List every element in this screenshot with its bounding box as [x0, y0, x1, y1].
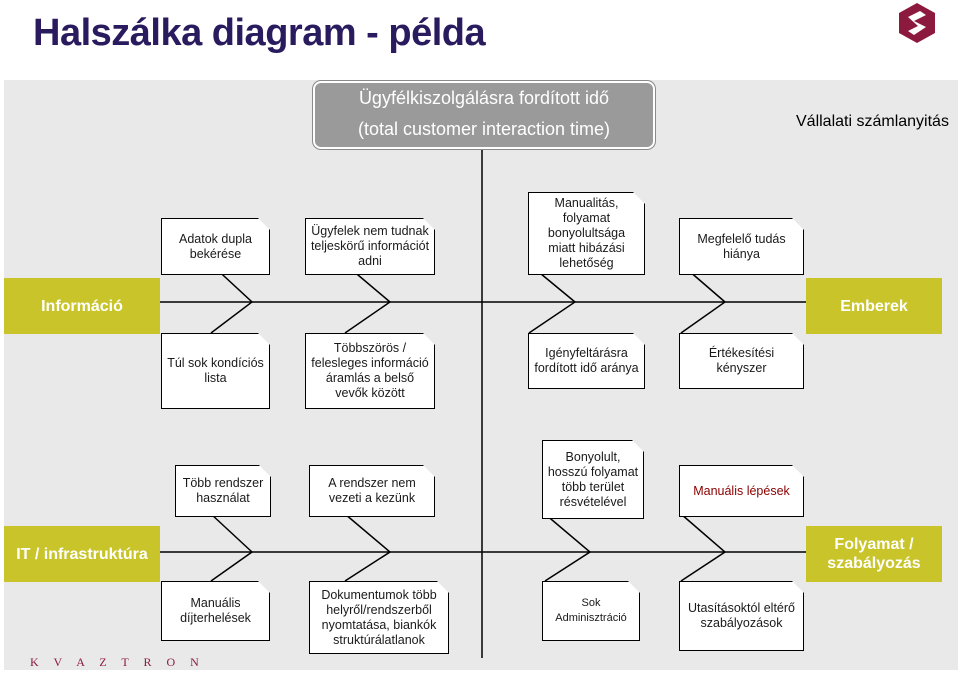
cause-box: Ügyfelek nem tudnak teljeskörű informáci…: [305, 218, 435, 275]
cause-box: Értékesítési kényszer: [679, 333, 804, 389]
company-logo-icon: [899, 3, 935, 43]
cause-box: Manualitás, folyamat bonyolultsága miatt…: [528, 192, 645, 275]
cause-box: Dokumentumok több helyről/rendszerből ny…: [309, 581, 449, 654]
page-title: Halszálka diagram - példa: [33, 12, 486, 54]
category-folyamat: Folyamat / szabályozás: [806, 526, 942, 582]
category-it: IT / infrastruktúra: [4, 526, 160, 582]
cause-box: Túl sok kondíciós lista: [161, 333, 270, 409]
category-emberek: Emberek: [806, 278, 942, 334]
cause-box: Utasításoktól eltérő szabályozások: [679, 581, 804, 651]
cause-box: Többszörös / felesleges információ áraml…: [305, 333, 435, 409]
cause-box: Bonyolult, hosszú folyamat több terület …: [542, 440, 644, 519]
problem-line-2: (total customer interaction time): [357, 119, 611, 139]
category-informacio: Információ: [4, 278, 160, 334]
cause-box: A rendszer nem vezeti a kezünk: [309, 465, 435, 517]
cause-box: Igényfeltárásra fordított idő aránya: [528, 333, 645, 389]
cause-box: Manuális lépések: [679, 465, 804, 517]
problem-head: Ügyfélkiszolgálásra fordított idő (total…: [313, 81, 655, 149]
cause-box: Több rendszer használat: [175, 465, 271, 517]
cause-box: Adatok dupla bekérése: [161, 218, 270, 275]
problem-line-1: Ügyfélkiszolgálásra fordított idő: [358, 88, 610, 108]
cause-box: Megfelelő tudás hiánya: [679, 218, 804, 275]
effect-label: Vállalati számlanyitás: [796, 113, 949, 130]
cause-box: Sok Adminisztráció: [542, 581, 640, 641]
footer-logo: K V A Z T R O N: [30, 655, 205, 669]
cause-box: Manuális díjterhelések: [161, 581, 270, 641]
